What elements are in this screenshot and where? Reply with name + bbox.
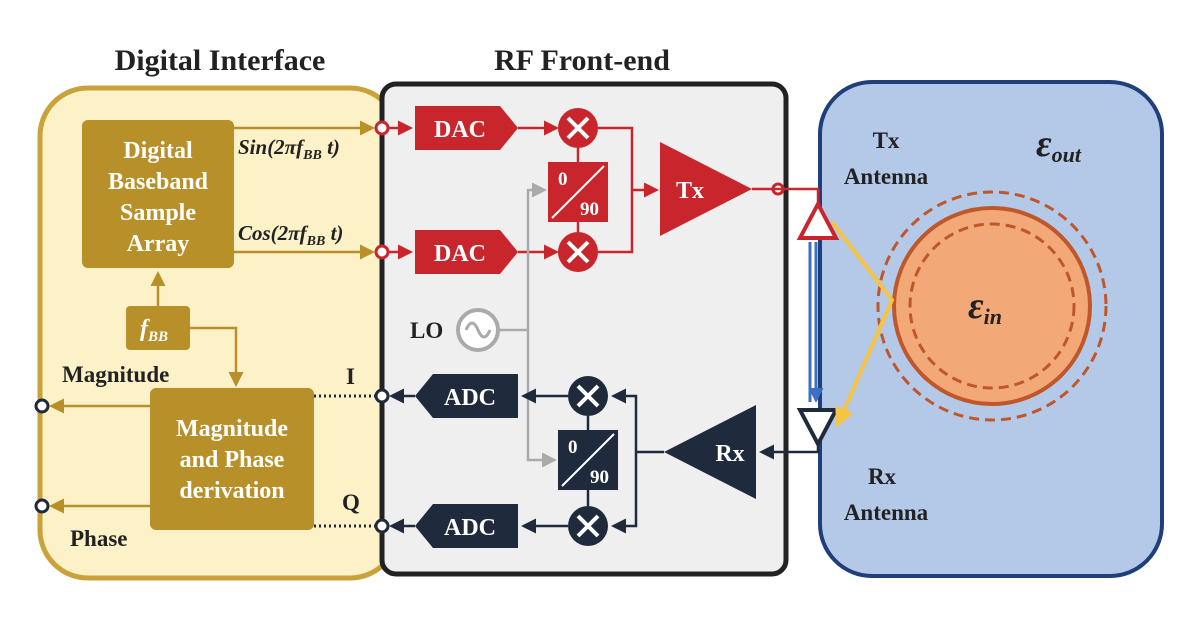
rx-split-bottom (611, 452, 638, 534)
multiply-icon (568, 376, 608, 416)
mag-phase-line-3: derivation (179, 478, 284, 504)
mag-phase-block (150, 388, 314, 530)
phase-port (34, 498, 50, 514)
rx-amplifier (664, 405, 756, 499)
dac-bottom-label: DAC (434, 241, 486, 267)
fbb-label: fBB (140, 316, 168, 345)
rx-phase-90: 90 (590, 467, 609, 488)
port-i (374, 388, 390, 404)
tx-antenna-label-1: Tx (873, 128, 900, 153)
port-cos (374, 244, 390, 260)
tx-amplifier (660, 142, 752, 236)
rf-front-end-title: RF Front-end (494, 44, 670, 77)
sample-array-line-2: Baseband (108, 169, 209, 195)
phase-label: Phase (70, 526, 128, 551)
tx-feed-line (752, 187, 820, 204)
adc-bottom-block (415, 504, 518, 548)
mag-phase-line-1: Magnitude (176, 416, 288, 442)
lo-label: LO (410, 318, 443, 343)
lo-to-tx-phase (526, 182, 547, 330)
adc-top-block (415, 374, 518, 418)
rx-antenna-label-1: Rx (868, 464, 897, 489)
dac-bottom-block (415, 230, 518, 274)
tx-phase-90: 90 (580, 199, 599, 220)
magnitude-label: Magnitude (62, 362, 169, 387)
i-label: I (346, 364, 355, 389)
adc-top-label: ADC (444, 385, 496, 411)
fbb-block (126, 306, 190, 350)
tx-antenna-label-2: Antenna (844, 164, 929, 189)
antenna-triangle-icon (796, 199, 840, 240)
lo-to-rx-phase (526, 330, 557, 468)
sin-signal-label: Sin(2πfBB t) (238, 135, 340, 163)
tx-phase-0: 0 (558, 169, 568, 190)
rx-phase-0: 0 (568, 437, 578, 458)
antenna-triangle-icon (796, 408, 840, 449)
dac-top-label: DAC (434, 117, 486, 143)
sample-array-line-4: Array (127, 231, 190, 257)
eps-out-label: εout (1036, 123, 1082, 167)
mag-phase-line-2: and Phase (180, 447, 285, 473)
dac-top-block (415, 106, 518, 150)
eps-in-label: εin (968, 285, 1002, 329)
sample-array-line-1: Digital (123, 138, 193, 164)
sine-wave-icon (456, 308, 500, 352)
rx-antenna-label-2: Antenna (844, 500, 929, 525)
digital-interface-title: Digital Interface (115, 44, 326, 77)
cos-signal-label: Cos(2πfBB t) (238, 221, 343, 249)
multiply-icon (558, 232, 598, 272)
sample-array-block (82, 120, 234, 268)
sample-inner-boundary (908, 222, 1076, 390)
rx-split-top (611, 388, 638, 452)
sample-array-line-3: Sample (120, 200, 196, 226)
fbb-to-mag-line (190, 326, 244, 387)
rx-phase-divider (561, 433, 615, 487)
adc-bottom-label: ADC (444, 515, 496, 541)
tx-amp-label: Tx (676, 178, 704, 204)
port-q (374, 518, 390, 534)
magnitude-port (34, 398, 50, 414)
q-label: Q (342, 490, 360, 515)
multiply-icon (558, 108, 598, 148)
sample-body (892, 206, 1092, 406)
sample-outer-boundary (876, 190, 1108, 422)
multiply-icon (568, 506, 608, 546)
port-sin (374, 120, 390, 136)
rx-amp-label: Rx (715, 441, 744, 467)
reflected-beam (830, 220, 895, 428)
tx-phase-divider (551, 165, 605, 219)
